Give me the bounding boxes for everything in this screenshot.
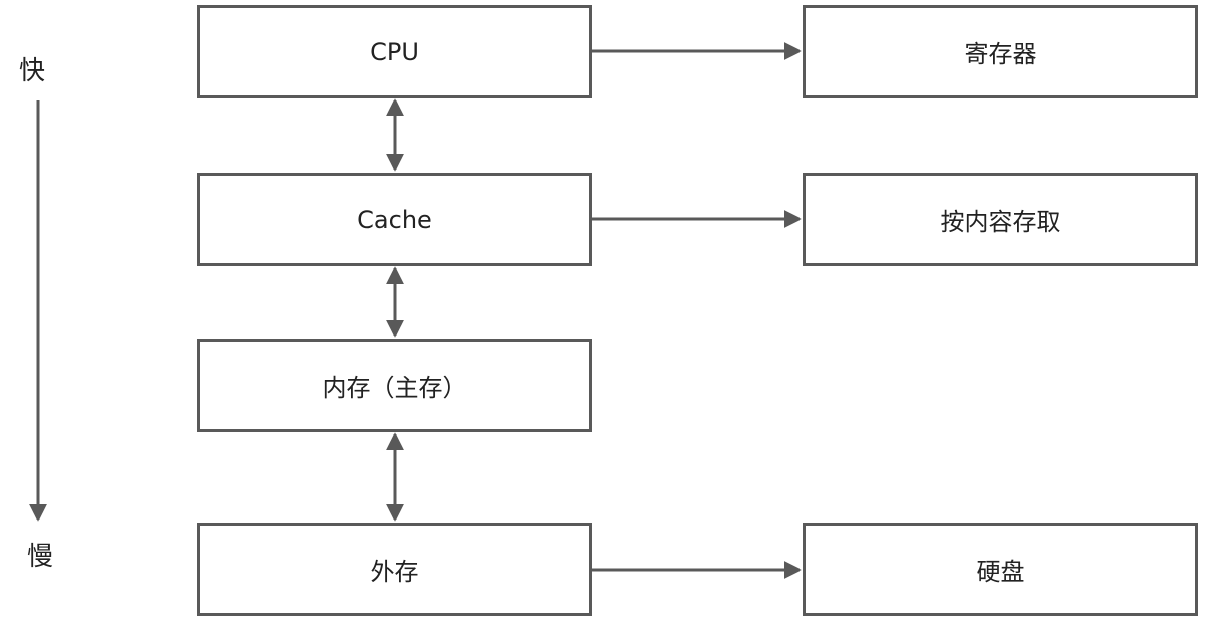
content-addressed-label: 按内容存取 [940, 208, 1061, 236]
external-storage-box: 外存 [197, 523, 592, 616]
main-memory-label: 内存（主存） [322, 374, 467, 402]
hard-disk-label: 硬盘 [976, 558, 1025, 586]
content-addressed-box: 按内容存取 [803, 173, 1198, 266]
cache-box: Cache [197, 173, 592, 266]
external-storage-label: 外存 [370, 558, 419, 586]
cpu-label: CPU [370, 37, 419, 66]
hard-disk-box: 硬盘 [803, 523, 1198, 616]
fast-label: 快 [18, 56, 45, 86]
slow-label: 慢 [26, 542, 53, 572]
cpu-box: CPU [197, 5, 592, 98]
cache-label: Cache [357, 205, 432, 234]
registers-box: 寄存器 [803, 5, 1198, 98]
main-memory-box: 内存（主存） [197, 339, 592, 432]
registers-label: 寄存器 [964, 40, 1037, 68]
